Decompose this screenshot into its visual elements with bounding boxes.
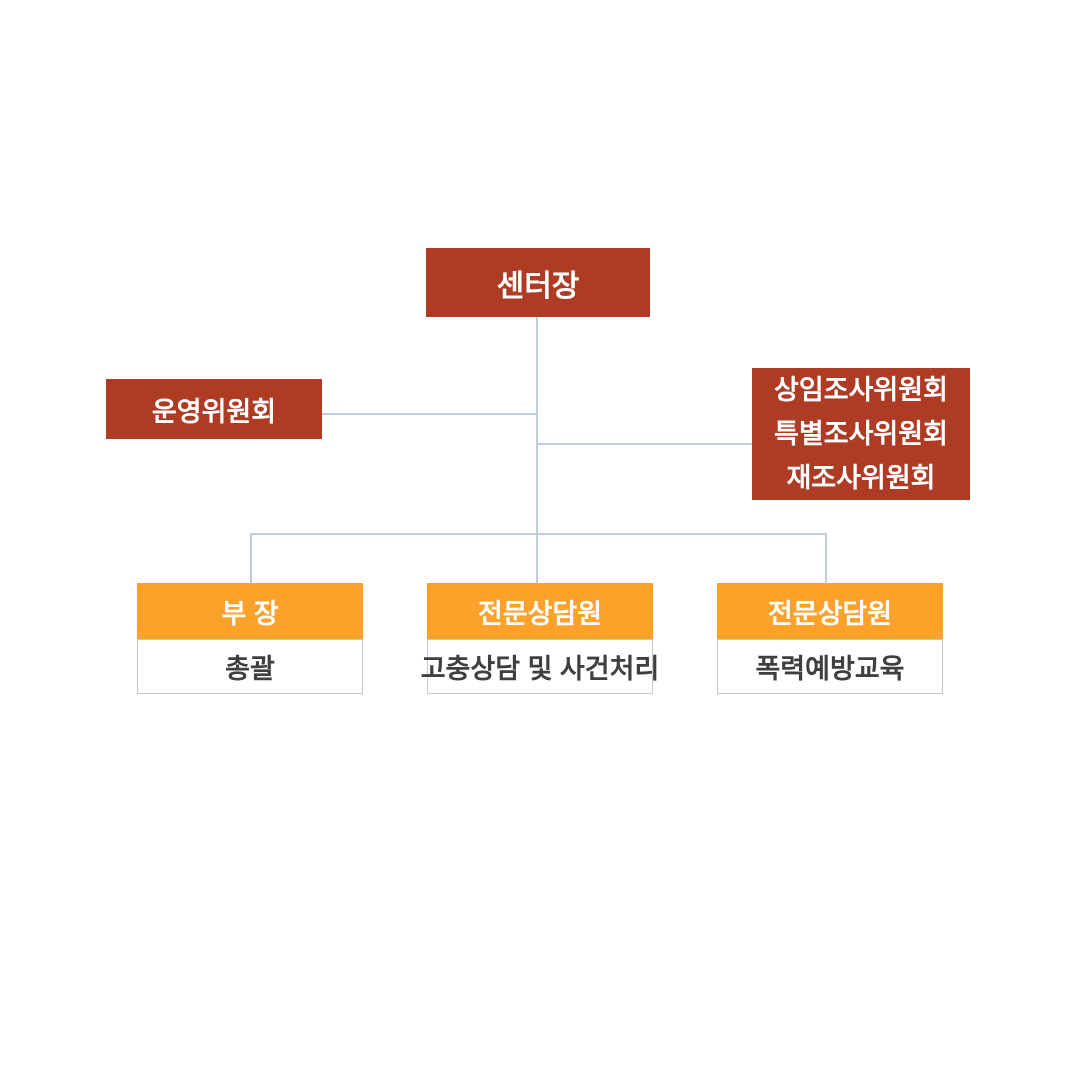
node-center-director: 센터장 (426, 248, 650, 317)
connector-drop-department-3 (825, 534, 827, 583)
department-card-counselor-2-role: 폭력예방교육 (755, 654, 905, 684)
node-investigation-committees: 상임조사위원회 특별조사위원회 재조사위원회 (752, 368, 970, 500)
node-investigation-committees-line-2: 특별조사위원회 (774, 419, 948, 449)
department-card-counselor-1-role: 고충상담 및 사건처리 (420, 654, 660, 684)
node-center-director-label: 센터장 (496, 269, 580, 303)
department-card-manager-body: 총괄 (137, 639, 363, 694)
connector-horizontal-steering (322, 413, 537, 415)
department-card-manager-title: 부 장 (221, 598, 279, 629)
department-card-counselor-1-title: 전문상담원 (477, 598, 603, 629)
connector-horizontal-departments (250, 533, 827, 535)
department-card-counselor-1-header: 전문상담원 (427, 583, 653, 639)
department-card-counselor-1-body: 고충상담 및 사건처리 (421, 639, 659, 694)
department-card-manager-role: 총괄 (225, 654, 275, 684)
department-card-manager-header: 부 장 (137, 583, 363, 639)
connector-horizontal-investigation (538, 443, 752, 445)
department-card-counselor-2-title: 전문상담원 (767, 598, 893, 629)
department-card-counselor-2-header: 전문상담원 (717, 583, 943, 639)
department-card-counselor-2-body: 폭력예방교육 (717, 639, 943, 694)
node-investigation-committees-line-1: 상임조사위원회 (774, 375, 948, 405)
department-card-counselor-1: 전문상담원 고충상담 및 사건처리 (421, 583, 659, 694)
connector-vertical-center (536, 317, 538, 583)
department-card-manager: 부 장 총괄 (137, 583, 363, 694)
node-investigation-committees-line-3: 재조사위원회 (786, 463, 936, 493)
department-card-counselor-2: 전문상담원 폭력예방교육 (717, 583, 943, 694)
node-steering-committee: 운영위원회 (106, 379, 322, 439)
connector-drop-department-1 (250, 534, 252, 583)
node-steering-committee-label: 운영위원회 (151, 396, 277, 427)
